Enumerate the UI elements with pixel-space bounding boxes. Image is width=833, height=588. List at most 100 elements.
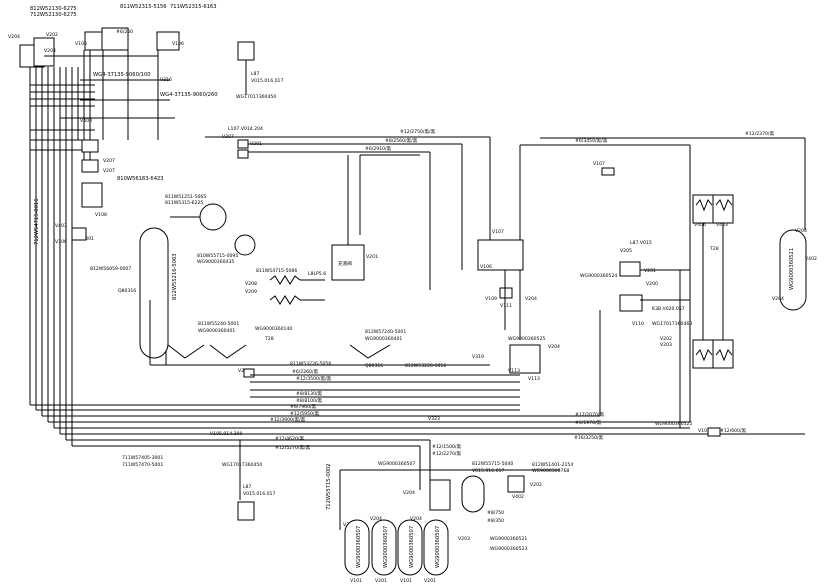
part-label: 812W55715-5040: [472, 461, 513, 467]
pipe-label: #12/2750/黑/黑: [400, 129, 436, 135]
part-label: WG9000360435: [197, 259, 234, 265]
pipe-label: #8/8100/黑: [296, 398, 323, 404]
valve-box: [601, 167, 615, 176]
valve-box: [619, 261, 641, 277]
part-label: V015.016.017: [251, 78, 283, 84]
valve-box: [101, 27, 129, 51]
part-label: WG9000360525: [508, 336, 545, 342]
valve-label: V207: [103, 168, 115, 174]
pipe-label: #8/750: [487, 510, 504, 516]
part-label: L107.V014.204: [228, 126, 263, 132]
right-region: L87.V015 V205 WG9000360524 V201 V200 K3B…: [580, 145, 817, 437]
air-tank: [423, 519, 449, 576]
part-label: WG9000360140: [255, 326, 292, 332]
valve-label: V113: [528, 376, 540, 382]
part-label: WG17017360460: [652, 321, 692, 327]
spring: [695, 199, 713, 212]
bracket: [349, 344, 391, 359]
air-tank: [139, 227, 169, 359]
valve-label: V402: [512, 494, 524, 500]
valve-label: V205: [620, 248, 632, 254]
part-label: V105.014.300: [210, 431, 242, 437]
pipe-label: #12/5950/黑: [290, 411, 319, 417]
pipe-label: #6/3450/黑/黑: [575, 138, 608, 144]
bottom-tanks: 712W55715-0002 WG9000360507 #12/2270/黑 8…: [326, 440, 573, 584]
part-label: WG17017360450: [222, 462, 262, 468]
valve-label: V200: [646, 281, 658, 287]
part-label: T28: [264, 336, 274, 342]
cylinder-top: [692, 194, 714, 224]
part-label: 711W57470-5001: [122, 462, 163, 468]
valve-label: V319: [472, 354, 484, 360]
valve-box: [237, 149, 249, 159]
valve-label: V204: [548, 344, 560, 350]
valve-label: V106: [172, 41, 184, 47]
pipe-label: #12/5270/黑/黑: [275, 445, 311, 451]
part-label: WG9000360521: [789, 248, 795, 290]
gauge: [199, 203, 227, 231]
spring: [269, 295, 301, 305]
pipe-label: #6/2910/黑: [365, 146, 392, 152]
valve-label: V106: [480, 264, 492, 270]
center-right-cluster: V107 V106 V109 V111 V204 WG9000360525 V2…: [477, 229, 560, 382]
tank-label: WG9000360507: [435, 526, 441, 568]
valve-block: [429, 479, 451, 511]
tank-label: WG9000360507: [409, 526, 415, 568]
part-label: 711W57405-3001: [122, 455, 163, 461]
part-label: Q80316: [365, 363, 383, 369]
valve-label: V111: [500, 303, 512, 309]
part-label: 810W56183-6423: [117, 176, 164, 182]
valve-label: V202: [530, 482, 542, 488]
part-label: 712W52130-6275: [30, 12, 77, 18]
part-label: L87.V015: [630, 240, 652, 246]
pipe-label: #6/7960/黑: [290, 404, 317, 410]
part-label: WG9000360768: [532, 468, 569, 474]
valve-label: V109: [485, 296, 497, 302]
valve-box: [707, 427, 721, 437]
valve-label: V203: [660, 342, 672, 348]
valve-label: V101: [698, 428, 710, 434]
valve-label: V110: [632, 321, 644, 327]
part-label: 810W55715-0095: [197, 253, 238, 259]
valve-label: V207: [103, 158, 115, 164]
valve-label: V204: [410, 516, 422, 522]
part-label: 811W54715-5086: [256, 268, 297, 274]
part-label: K3B.V020.057: [652, 306, 685, 312]
bottom-horizontal-pipes: #6/2260/黑 #12/3500/黑/黑 #8/8130/黑 #8/8100…: [30, 364, 805, 521]
valve-label: V113: [508, 368, 520, 374]
part-label: WG17017360450: [236, 94, 276, 100]
tank-label: WG9000360507: [383, 526, 389, 568]
mid-left-components: 812W56059-0007 812W55216-5063 Q80316 811…: [90, 155, 484, 378]
valve-label: V106: [75, 41, 87, 47]
valve-label: V107: [593, 161, 605, 167]
air-tank: [779, 229, 807, 311]
valve-label: V323: [428, 416, 440, 422]
valve-label: V202: [46, 32, 58, 38]
part-label: 811W55240-5001: [198, 321, 239, 327]
valve-box: [33, 37, 55, 67]
pipe-label: #12/1500/黑: [432, 444, 461, 450]
air-tank: [371, 519, 397, 576]
bracket: [167, 344, 205, 359]
air-tank-small: [461, 475, 485, 513]
part-label: 811W5315-6225: [165, 200, 203, 206]
valve-label: V101: [400, 578, 412, 584]
left-small-valves: V207 V207 810W56183-6423 V108 712W54715-…: [34, 139, 164, 245]
valve-block: [477, 239, 524, 271]
valve-label: V106: [55, 239, 67, 245]
pipe-label: #12/600/黑: [720, 428, 747, 434]
valve-label: V401: [82, 236, 94, 242]
cylinder-bottom: [712, 339, 734, 369]
pipe-label: #12/3500/黑/黑: [296, 376, 332, 382]
valve-label: V402: [805, 256, 817, 262]
part-label: L87: [251, 71, 259, 77]
valve-label: V209: [245, 289, 257, 295]
part-label: V015.016.017: [472, 468, 504, 474]
valve-box: [84, 31, 104, 51]
part-label: 811W53226-5056: [290, 361, 331, 367]
top-middle-sensor: L87 V015.016.017 WG17017360450 L107.V014…: [222, 41, 283, 159]
valve-label: V108: [95, 212, 107, 218]
part-label: WG9000360521: [490, 536, 527, 542]
